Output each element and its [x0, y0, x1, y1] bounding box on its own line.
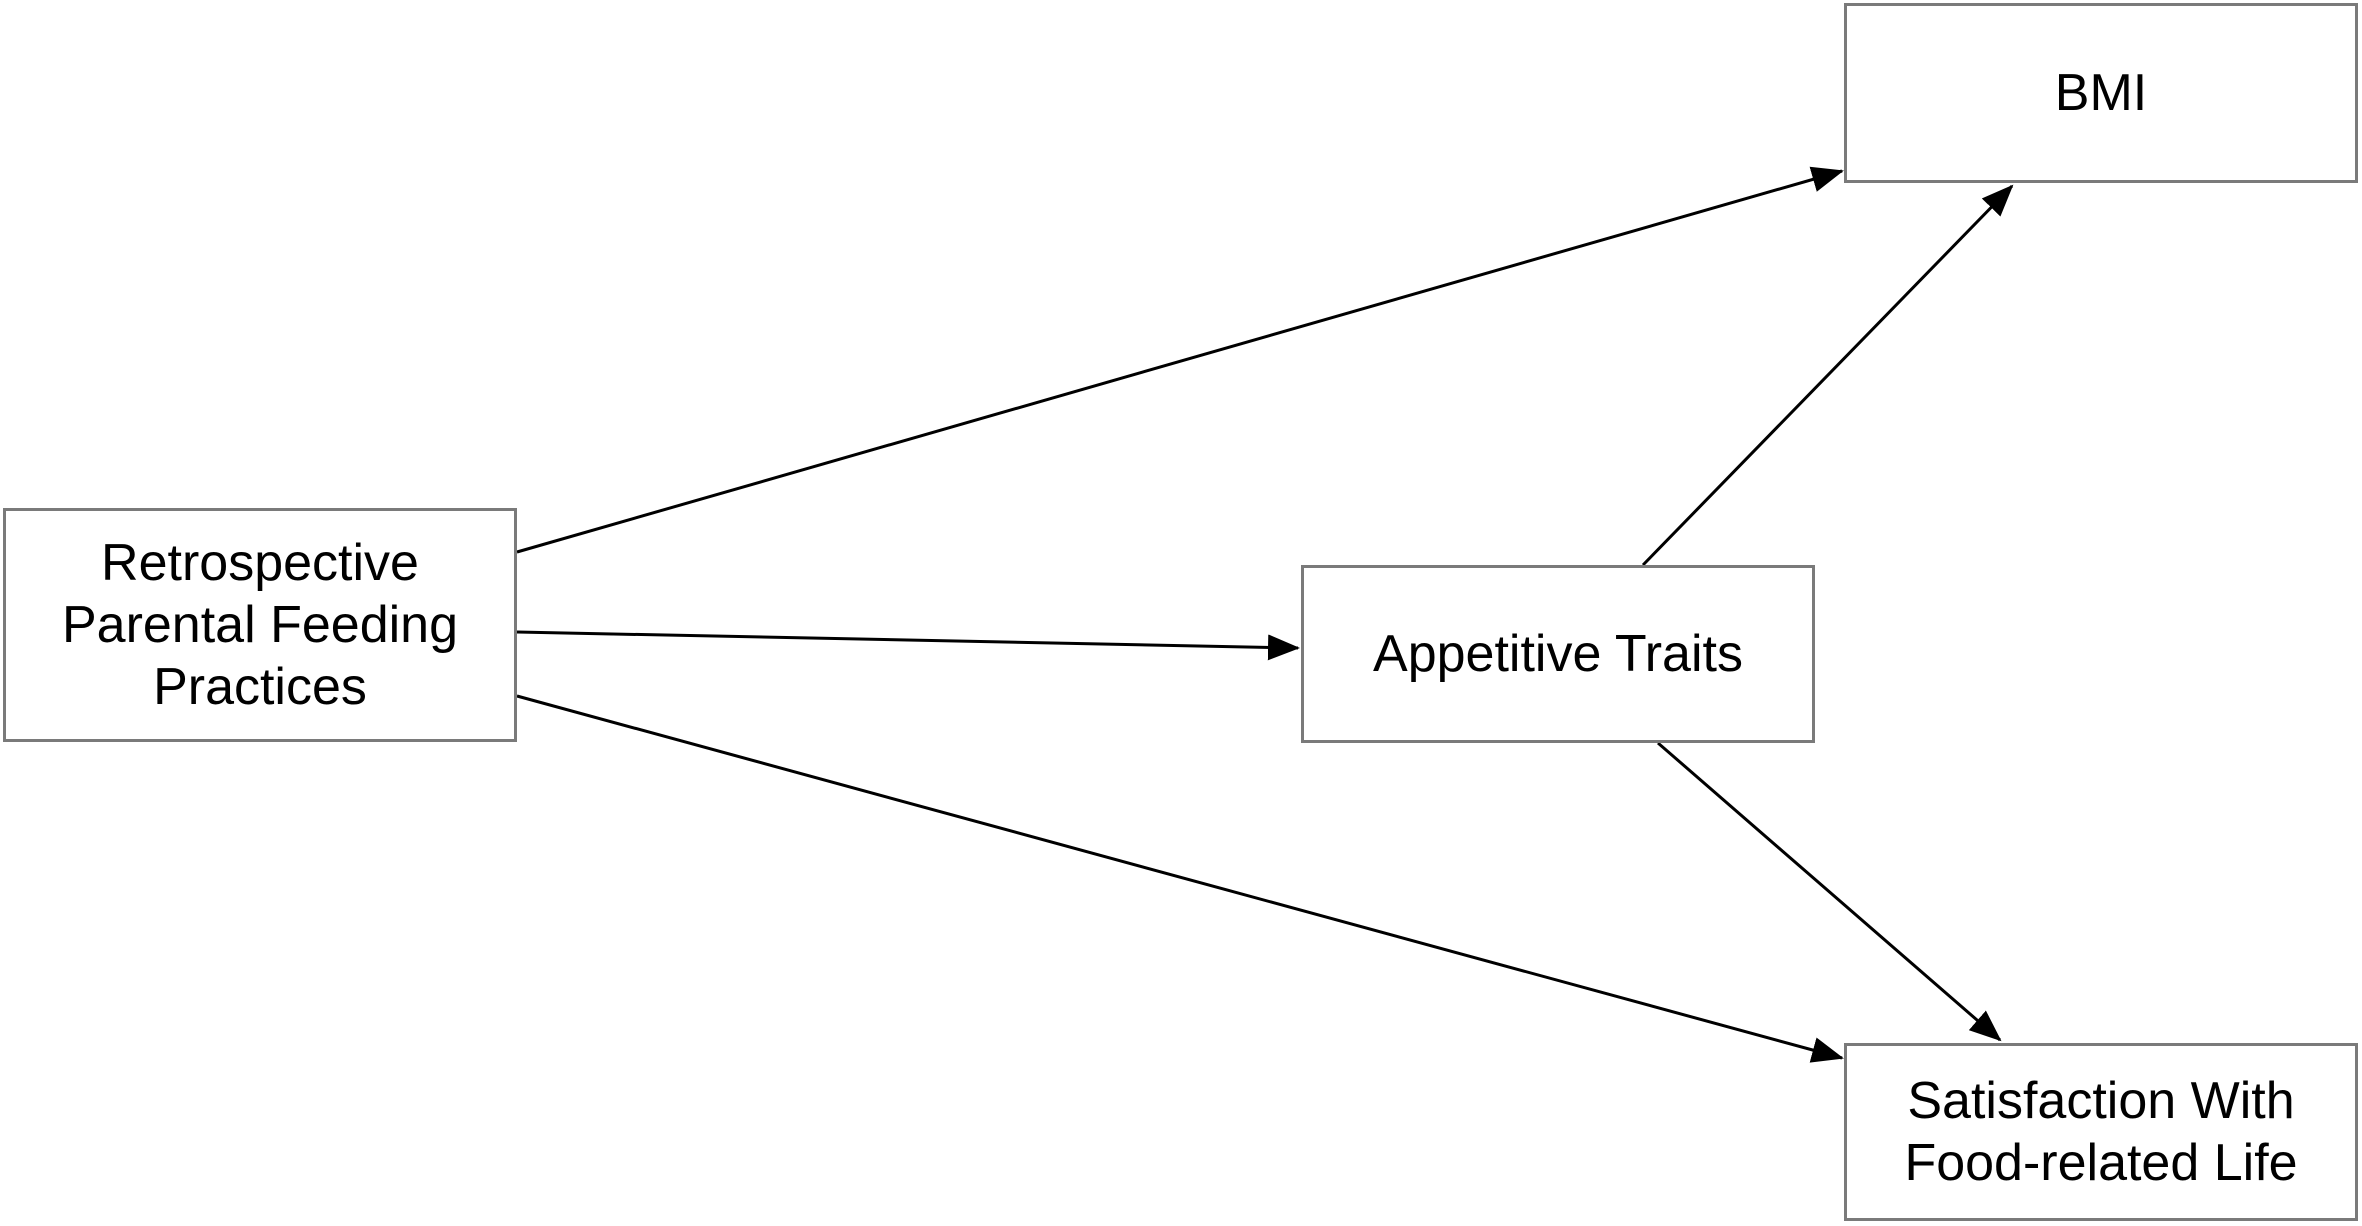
node-label-sfl: Satisfaction With Food-related Life [1904, 1072, 2298, 1192]
node-retrospective-parental-feeding-practices: Retrospective Parental Feeding Practices [3, 508, 517, 742]
node-label-mediator: Appetitive Traits [1373, 625, 1743, 683]
edge-predictor-to-sfl [516, 694, 1844, 1063]
node-appetitive-traits: Appetitive Traits [1301, 565, 1815, 743]
edge-mediator-to-bmi [1641, 184, 2014, 567]
edge-predictor-to-bmi [516, 166, 1844, 554]
node-label-bmi: BMI [2054, 64, 2148, 122]
node-satisfaction-with-food-related-life: Satisfaction With Food-related Life [1844, 1043, 2358, 1221]
edge-predictor-to-mediator [516, 630, 1300, 661]
edge-mediator-to-sfl [1657, 741, 2002, 1042]
node-label-predictor: Retrospective Parental Feeding Practices [61, 534, 459, 716]
node-bmi: BMI [1844, 3, 2358, 183]
